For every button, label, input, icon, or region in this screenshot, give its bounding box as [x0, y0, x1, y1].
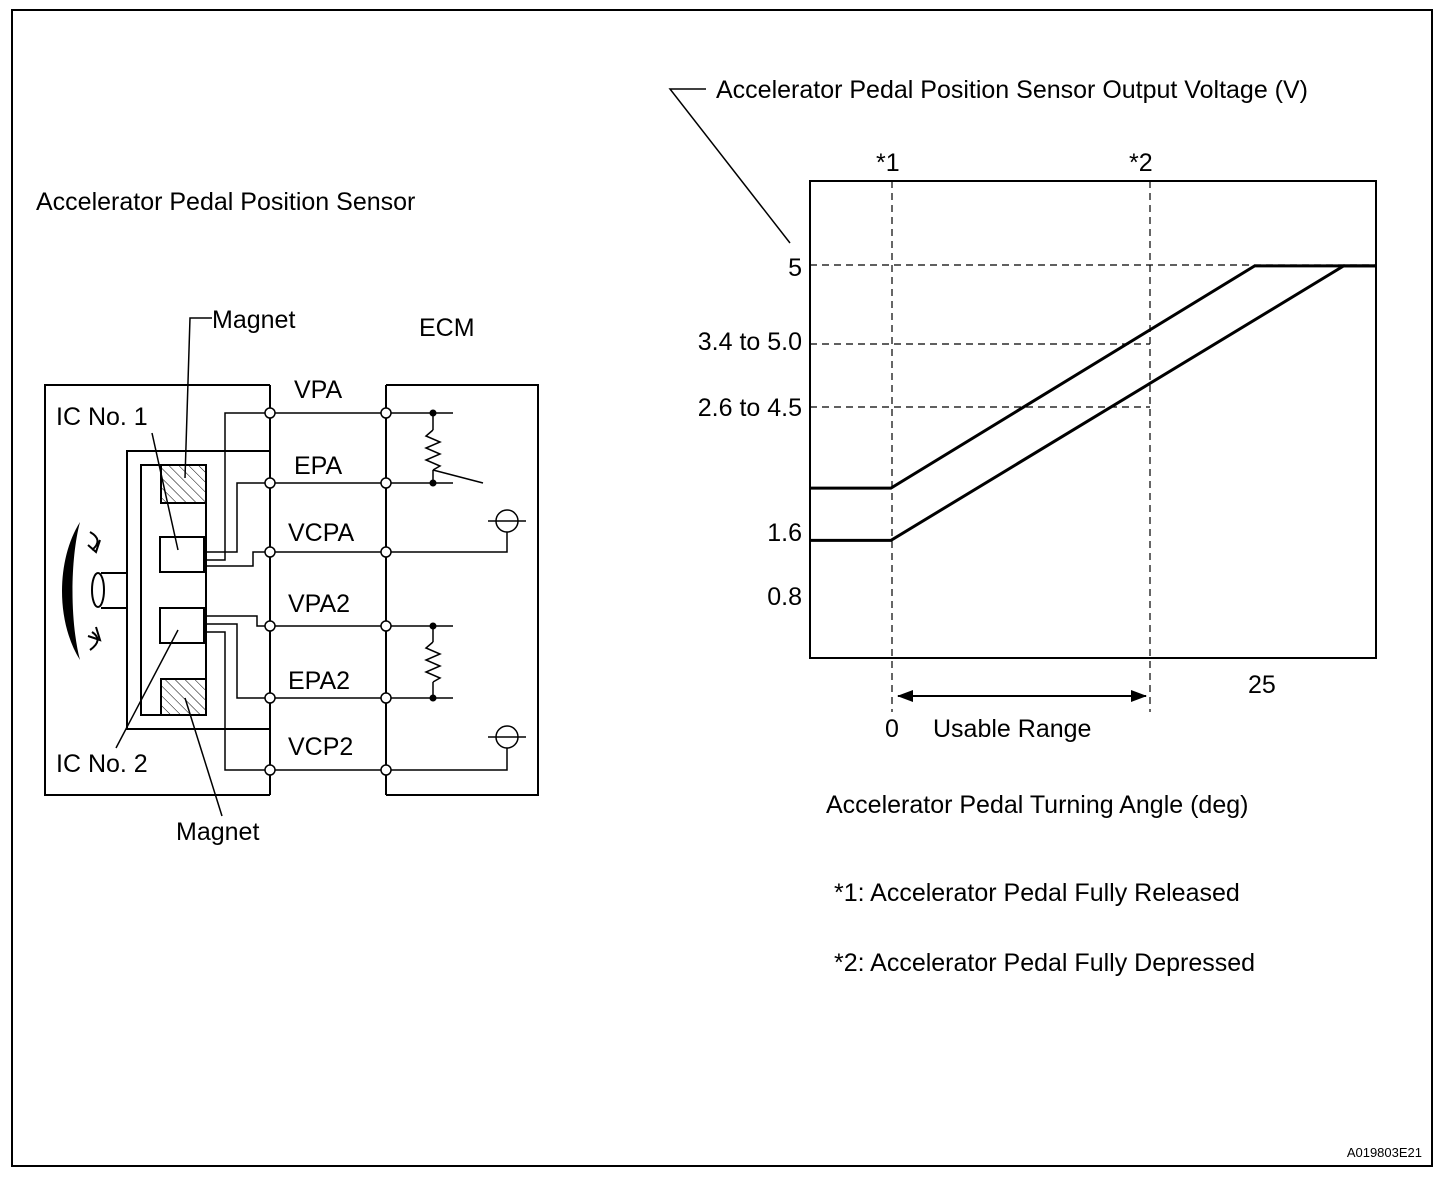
y-tick-08: 0.8	[767, 583, 802, 611]
terminal-vpa: VPA	[294, 376, 342, 404]
y-axis-title: Accelerator Pedal Position Sensor Output…	[716, 76, 1308, 104]
rotor-housing	[126, 450, 271, 730]
shaft	[101, 572, 127, 609]
terminal-epa2: EPA2	[288, 667, 350, 695]
magnet-label-top: Magnet	[212, 306, 295, 334]
magnet-bottom	[160, 678, 207, 716]
ic-2-chip	[159, 607, 205, 644]
terminal-vpa2: VPA2	[288, 590, 350, 618]
ic-1-leader	[151, 432, 179, 551]
ic-1-label: IC No. 1	[56, 403, 148, 431]
y-title-leader	[668, 88, 791, 244]
plot-frame	[809, 180, 1377, 659]
ecm-power-supplies	[488, 509, 526, 749]
series-line-1	[810, 264, 1376, 490]
rotation-arrow-bottom-icon	[87, 626, 102, 651]
magnet-label-bottom: Magnet	[176, 818, 259, 846]
magnet-bottom-leader	[184, 697, 223, 817]
note-depressed: *2: Accelerator Pedal Fully Depressed	[834, 949, 1255, 977]
x-tick-25: 25	[1248, 671, 1276, 699]
junction-dots	[429, 409, 437, 702]
ecm-housing	[386, 384, 539, 796]
x-tick-0: 0	[885, 715, 899, 743]
terminal-vcp2: VCP2	[288, 733, 353, 761]
ic-2-leader	[115, 629, 179, 749]
y-tick-34-50: 3.4 to 5.0	[698, 328, 802, 356]
terminal-pins	[264, 407, 392, 776]
ecm-label: ECM	[419, 314, 475, 342]
magnet-top-leader	[184, 317, 212, 479]
usable-range-label: Usable Range	[933, 715, 1091, 743]
y-tick-5: 5	[788, 254, 802, 282]
x-axis-title: Accelerator Pedal Turning Angle (deg)	[826, 791, 1248, 819]
ic-wiring	[204, 412, 270, 771]
y-tick-16: 1.6	[767, 519, 802, 547]
terminal-vcpa: VCPA	[288, 519, 355, 547]
chart-series	[810, 264, 1376, 542]
marker-1: *1	[876, 149, 900, 177]
figure-id: A019803E21	[1347, 1145, 1422, 1160]
y-tick-26-45: 2.6 to 4.5	[698, 394, 802, 422]
note-released: *1: Accelerator Pedal Fully Released	[834, 879, 1240, 907]
harness	[270, 412, 386, 771]
ic-2-label: IC No. 2	[56, 750, 148, 778]
series-line-2	[810, 264, 1376, 542]
magnet-top	[160, 464, 207, 504]
rotation-arrow-top-icon	[87, 531, 101, 554]
rotation-band	[62, 522, 80, 660]
sensor-housing	[44, 384, 270, 796]
terminal-epa: EPA	[294, 452, 342, 480]
sensor-title: Accelerator Pedal Position Sensor	[36, 188, 415, 216]
marker-2: *2	[1129, 149, 1153, 177]
reference-lines	[810, 181, 1376, 712]
ic-1-chip	[159, 536, 205, 573]
ecm-wiring	[386, 412, 508, 771]
figure-border	[11, 9, 1433, 1167]
shaft-end	[91, 572, 105, 608]
